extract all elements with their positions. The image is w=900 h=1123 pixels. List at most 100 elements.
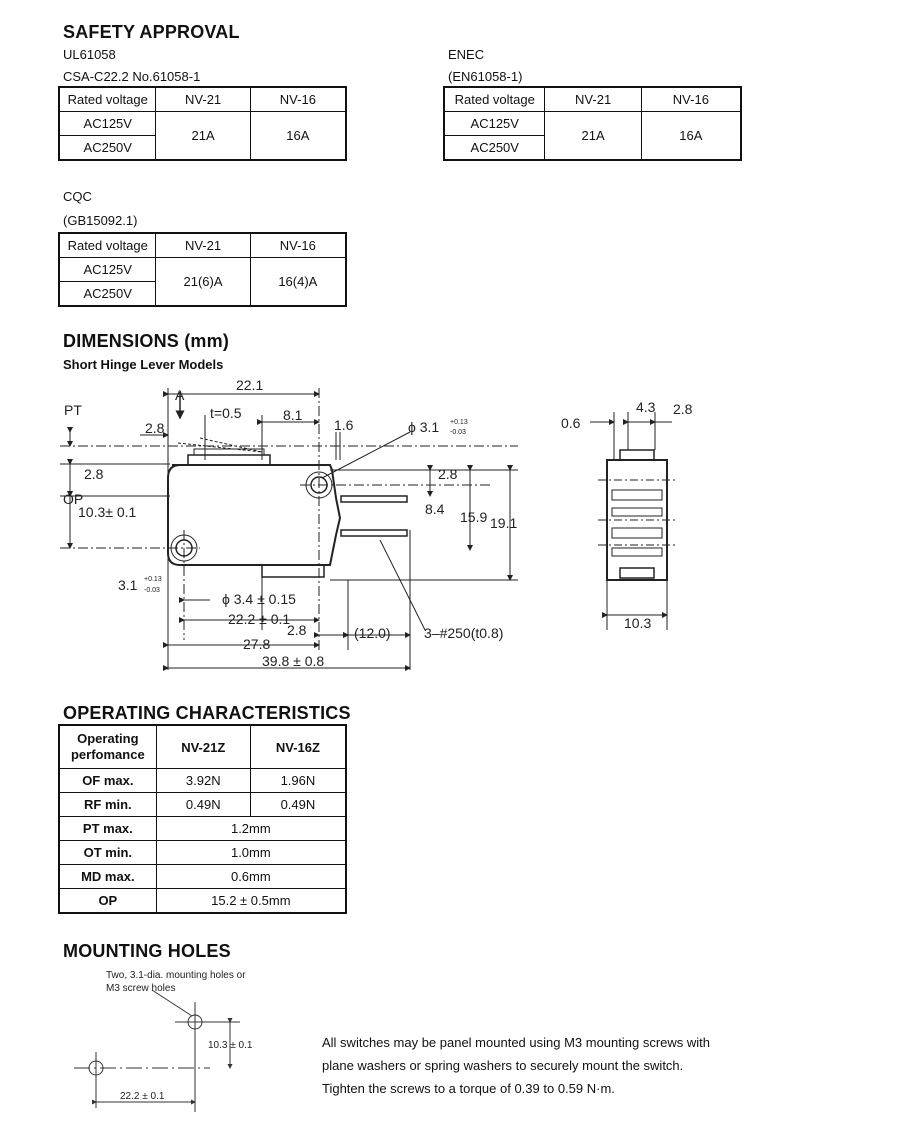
operating-table: Operating perfomance NV-21Z NV-16Z OF ma… xyxy=(58,724,347,914)
dim-label: 19.1 xyxy=(490,515,517,531)
value-cell: 15.2 ± 0.5mm xyxy=(155,888,347,914)
voltage-cell: AC250V xyxy=(443,135,546,161)
dim-label: t=0.5 xyxy=(210,405,242,421)
ul-rating-table: Rated voltage NV-21 NV-16 AC125V 21A 16A… xyxy=(58,86,347,161)
table-header: Rated voltage xyxy=(443,86,546,112)
table-header: NV-16 xyxy=(249,232,347,258)
table-header: NV-21Z xyxy=(155,724,251,769)
dim-label: 22.1 xyxy=(236,377,263,393)
dim-label: 8.1 xyxy=(283,407,303,423)
dim-label: 15.9 xyxy=(460,509,487,525)
table-header: Rated voltage xyxy=(58,232,157,258)
dim-label: 2.8 xyxy=(84,466,104,482)
dim-label: -0.03 xyxy=(450,429,466,436)
current-cell: 21(6)A xyxy=(155,257,251,307)
row-label: OF max. xyxy=(58,768,157,793)
table-header: NV-21 xyxy=(155,232,251,258)
table-header: NV-21 xyxy=(544,86,642,112)
value-cell: 0.49N xyxy=(155,792,251,817)
table-header: Operating perfomance xyxy=(58,724,157,769)
dim-label: 10.3 xyxy=(624,615,651,631)
hole-note: M3 screw holes xyxy=(106,983,175,994)
cqc-standard-label: CQC xyxy=(63,189,92,204)
dim-label: 0.6 xyxy=(561,415,581,431)
cqc-rating-table: Rated voltage NV-21 NV-16 AC125V 21(6)A … xyxy=(58,232,347,307)
dim-label: 8.4 xyxy=(425,501,445,517)
mounting-text-line: plane washers or spring washers to secur… xyxy=(322,1058,684,1073)
hole-note: Two, 3.1-dia. mounting holes or xyxy=(106,970,246,981)
value-cell: 0.6mm xyxy=(155,864,347,889)
value-cell: 0.49N xyxy=(249,792,347,817)
row-label: OT min. xyxy=(58,840,157,865)
mounting-text-line: Tighten the screws to a torque of 0.39 t… xyxy=(322,1081,615,1096)
dim-label: A xyxy=(175,387,185,403)
current-cell: 16A xyxy=(249,111,347,161)
dim-label: 3.1 xyxy=(118,577,138,593)
dim-label: 2.8 xyxy=(145,420,165,436)
dim-label: ϕ 3.4 ± 0.15 xyxy=(222,591,296,607)
dim-label: +0.13 xyxy=(144,576,162,583)
value-cell: 1.0mm xyxy=(155,840,347,865)
dim-label: 2.8 xyxy=(673,401,693,417)
terminal-mid xyxy=(340,529,408,537)
en-standard-label: (EN61058-1) xyxy=(448,69,523,84)
voltage-cell: AC125V xyxy=(443,111,546,136)
voltage-cell: AC125V xyxy=(58,257,157,282)
table-header: NV-16 xyxy=(249,86,347,112)
voltage-cell: AC250V xyxy=(58,135,157,161)
gb-standard-label: (GB15092.1) xyxy=(63,213,138,228)
hole-dim-vertical: 10.3 ± 0.1 xyxy=(208,1040,253,1051)
mounting-text-line: All switches may be panel mounted using … xyxy=(322,1035,711,1050)
row-label: OP xyxy=(58,888,157,914)
dim-label: 2.8 xyxy=(287,622,307,638)
operating-title: OPERATING CHARACTERISTICS xyxy=(63,703,351,723)
safety-approval-title: SAFETY APPROVAL xyxy=(63,22,240,42)
dim-label: -0.03 xyxy=(144,587,160,594)
dimensions-title: DIMENSIONS (mm) xyxy=(63,331,230,351)
row-label: RF min. xyxy=(58,792,157,817)
value-cell: 1.2mm xyxy=(155,816,347,841)
value-cell: 3.92N xyxy=(155,768,251,793)
dim-label: PT xyxy=(64,402,82,418)
voltage-cell: AC250V xyxy=(58,281,157,307)
ul-standard-label: UL61058 xyxy=(63,47,116,62)
hole-dim-horizontal: 22.2 ± 0.1 xyxy=(120,1091,165,1102)
enec-standard-label: ENEC xyxy=(448,47,485,62)
hinge-lever xyxy=(177,442,263,453)
dimensions-subtitle: Short Hinge Lever Models xyxy=(63,357,224,372)
current-cell: 21A xyxy=(544,111,642,161)
dim-label: 3–#250(t0.8) xyxy=(424,625,503,641)
table-header: NV-16 xyxy=(640,86,742,112)
row-label: MD max. xyxy=(58,864,157,889)
dim-label: 22.2 ± 0.1 xyxy=(228,611,290,627)
mounting-title: MOUNTING HOLES xyxy=(63,941,231,961)
table-header: NV-21 xyxy=(155,86,251,112)
dim-label: 27.8 xyxy=(243,636,270,652)
dim-label: (12.0) xyxy=(354,625,391,641)
mounting-hole-drawing: Two, 3.1-dia. mounting holes or M3 screw… xyxy=(74,970,253,1112)
dim-label: +0.13 xyxy=(450,419,468,426)
table-header: NV-16Z xyxy=(249,724,347,769)
dim-label: OP xyxy=(63,491,83,507)
dim-label: 2.8 xyxy=(438,466,458,482)
mounting-instructions: All switches may be panel mounted using … xyxy=(322,1031,710,1100)
dim-label: 10.3± 0.1 xyxy=(78,504,136,520)
dim-label: 1.6 xyxy=(334,417,354,433)
csa-standard-label: CSA-C22.2 No.61058-1 xyxy=(63,69,201,84)
dim-label: ϕ 3.1 xyxy=(408,419,439,435)
voltage-cell: AC125V xyxy=(58,111,157,136)
switch-body xyxy=(167,464,342,566)
terminal-bottom xyxy=(261,564,325,578)
enec-rating-table: Rated voltage NV-21 NV-16 AC125V 21A 16A… xyxy=(443,86,742,161)
current-cell: 21A xyxy=(155,111,251,161)
lever-housing xyxy=(187,454,271,466)
value-cell: 1.96N xyxy=(249,768,347,793)
row-label: PT max. xyxy=(58,816,157,841)
table-header: Rated voltage xyxy=(58,86,157,112)
dim-label: 4.3 xyxy=(636,399,656,415)
terminal-top xyxy=(340,495,408,503)
current-cell: 16(4)A xyxy=(249,257,347,307)
dimension-drawing: 22.1 A PT t=0.5 8.1 1.6 ϕ 3.1 +0.13 -0.0… xyxy=(60,377,693,671)
current-cell: 16A xyxy=(640,111,742,161)
dim-label: 39.8 ± 0.8 xyxy=(262,653,324,669)
